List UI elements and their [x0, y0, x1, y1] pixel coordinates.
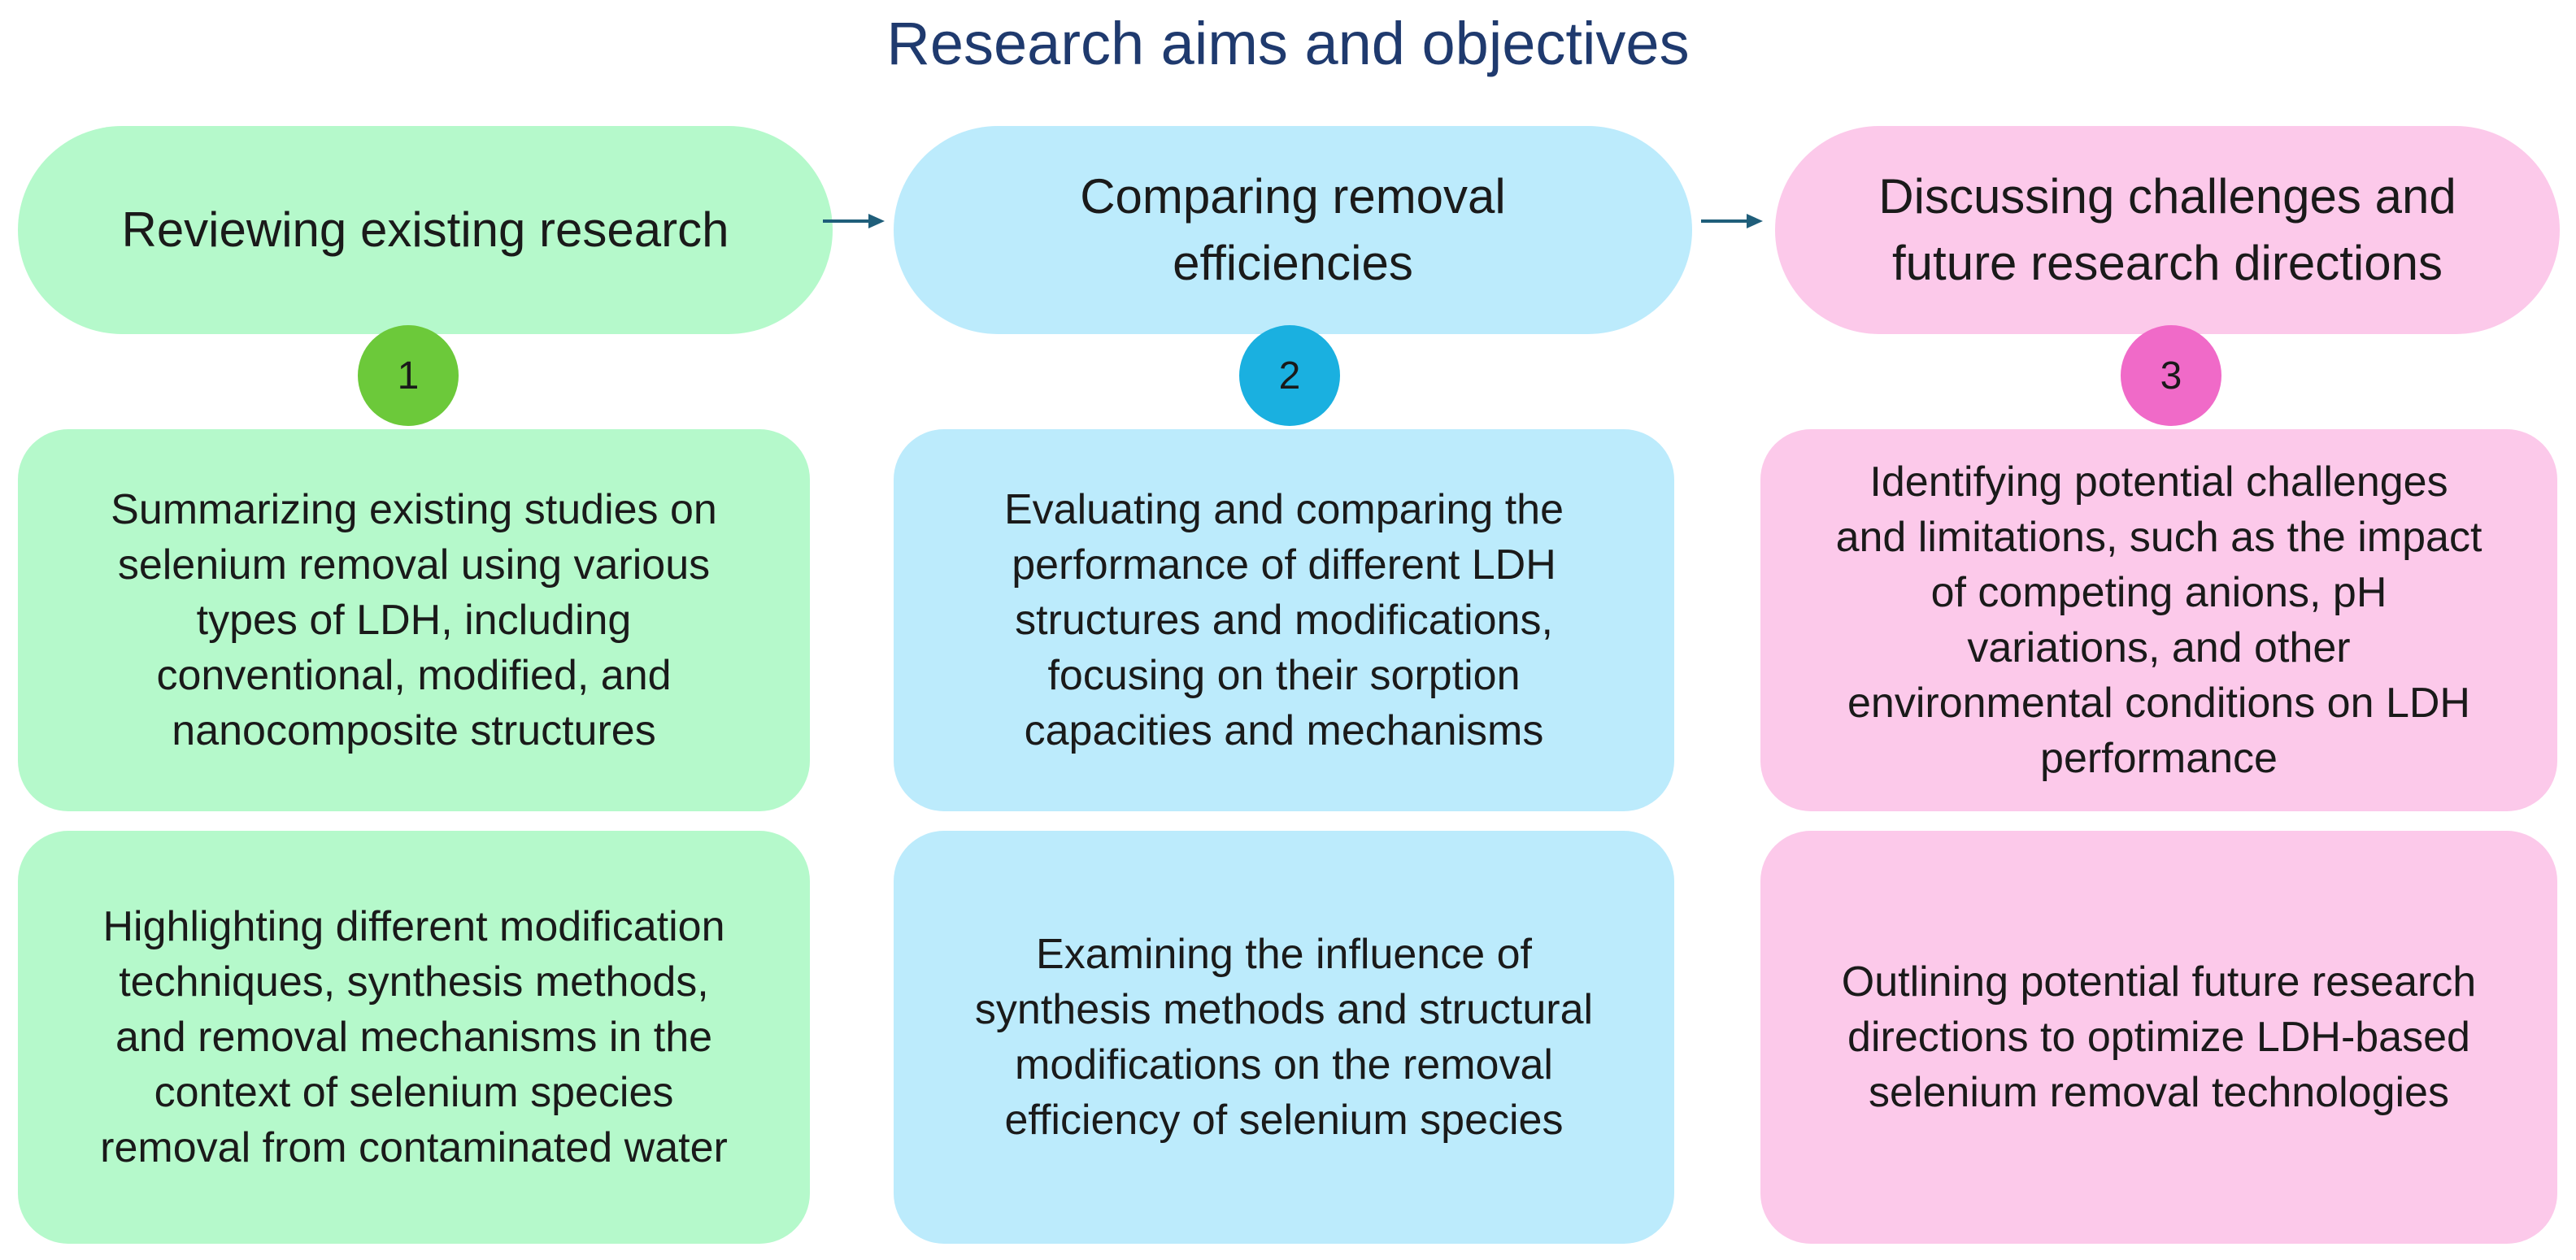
- step-3-badge: 3: [2121, 325, 2221, 426]
- stage-3-header: Discussing challenges and future researc…: [1775, 126, 2560, 334]
- step-2-number: 2: [1278, 354, 1301, 398]
- objective-text-3a: Identifying potential challenges and lim…: [1835, 458, 2482, 782]
- objective-text-2a: Evaluating and comparing the performance…: [1003, 486, 1564, 754]
- stage-2-header: Comparing removal efficiencies: [894, 126, 1692, 334]
- objective-box-2a: Evaluating and comparing the performance…: [894, 429, 1674, 811]
- stage-3-header-label: Discussing challenges and future researc…: [1878, 169, 2456, 290]
- step-1-badge: 1: [358, 325, 459, 426]
- objective-text-1a: Summarizing existing studies on selenium…: [111, 486, 717, 754]
- objective-box-2b: Examining the influence of synthesis met…: [894, 831, 1674, 1244]
- arrow-right-icon: [1701, 214, 1763, 228]
- objective-box-3b: Outlining potential future research dire…: [1760, 831, 2557, 1244]
- arrow-right-icon: [823, 214, 885, 228]
- objective-text-3b: Outlining potential future research dire…: [1841, 958, 2477, 1116]
- objective-box-1b: Highlighting different modification tech…: [18, 831, 810, 1244]
- step-3-number: 3: [2160, 354, 2182, 398]
- objective-box-3a: Identifying potential challenges and lim…: [1760, 429, 2557, 811]
- objective-text-2b: Examining the influence of synthesis met…: [974, 931, 1594, 1144]
- diagram-title: Research aims and objectives: [886, 10, 1690, 77]
- stage-1-header-label: Reviewing existing research: [121, 202, 729, 257]
- stage-1-header: Reviewing existing research: [18, 126, 833, 334]
- step-2-badge: 2: [1239, 325, 1340, 426]
- step-1-number: 1: [397, 354, 420, 398]
- objective-box-1a: Summarizing existing studies on selenium…: [18, 429, 810, 811]
- stage-2-header-label: Comparing removal efficiencies: [1080, 169, 1506, 290]
- objective-text-1b: Highlighting different modification tech…: [100, 903, 728, 1171]
